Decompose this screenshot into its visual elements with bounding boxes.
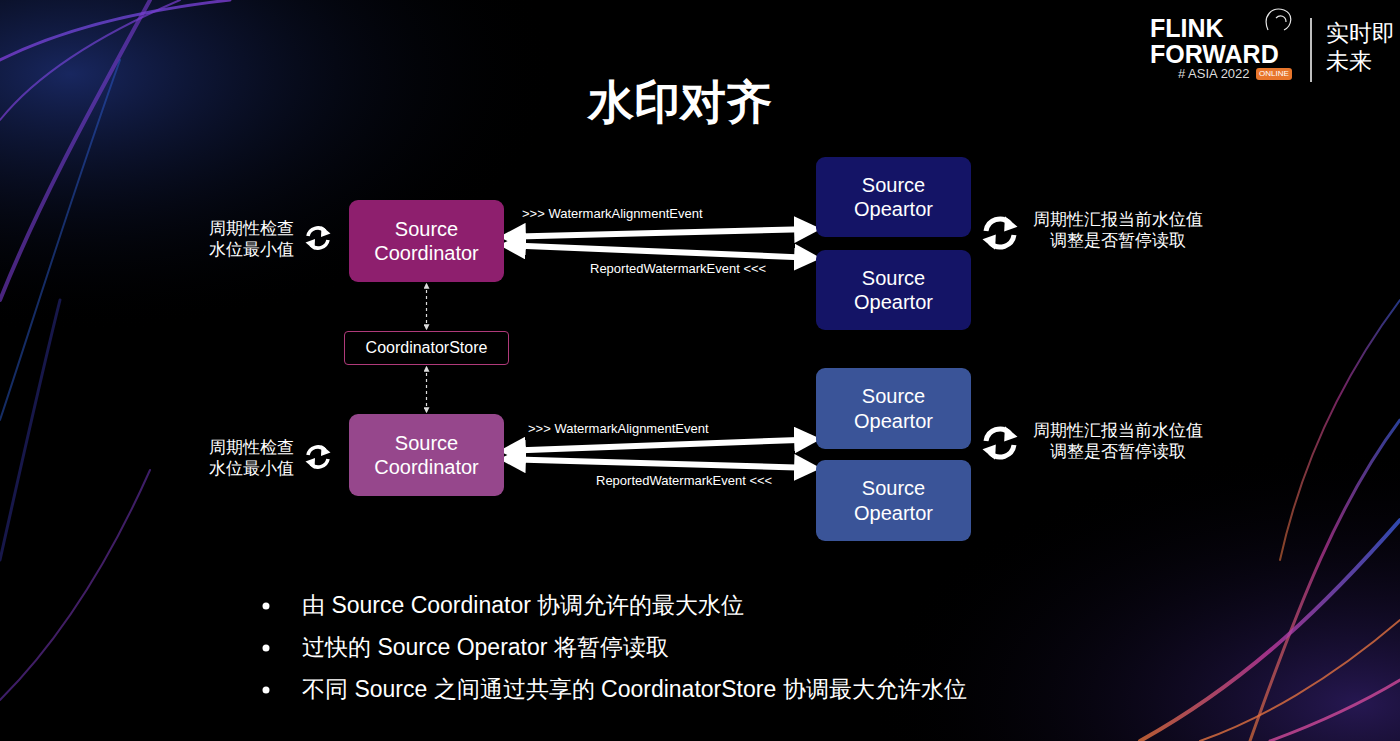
operator-box: Source Opeartor xyxy=(816,368,971,449)
refresh-icon xyxy=(306,445,331,469)
node-label: Source Coordinator xyxy=(358,217,495,266)
coordinator-box: Source Coordinator xyxy=(349,200,504,282)
event-arrow xyxy=(507,229,813,237)
bullet-text: 不同 Source 之间通过共享的 CoordinatorStore 协调最大允… xyxy=(302,676,967,702)
store-link xyxy=(426,367,427,412)
bullet-text: 由 Source Coordinator 协调允许的最大水位 xyxy=(302,592,744,618)
refresh-icon xyxy=(983,216,1018,250)
event-arrow xyxy=(507,245,813,258)
process-note: 周期性汇报当前水位值 调整是否暂停读取 xyxy=(1026,420,1210,463)
signal-name: ReportedWatermarkEvent <<< xyxy=(590,262,766,277)
logo-separator xyxy=(1310,18,1312,82)
online-badge xyxy=(1256,68,1292,80)
process-note: 周期性检查 水位最小值 xyxy=(204,437,299,480)
signal-name: >>> WatermarkAlignmentEvent xyxy=(522,207,703,222)
operator-box: Source Opeartor xyxy=(816,250,971,330)
online-badge-text: ONLINE xyxy=(1258,69,1290,78)
store-box: CoordinatorStore xyxy=(344,331,509,365)
node-label: CoordinatorStore xyxy=(366,338,488,358)
node-label: Source Opeartor xyxy=(825,266,962,315)
operator-box: Source Opeartor xyxy=(816,157,971,237)
coordinator-box: Source Coordinator xyxy=(349,414,504,496)
process-note: 周期性汇报当前水位值 调整是否暂停读取 xyxy=(1026,209,1210,252)
logo-subtext: # ASIA 2022 xyxy=(1178,67,1250,82)
node-label: Source Opeartor xyxy=(825,173,962,222)
node-label: Source Opeartor xyxy=(825,384,962,433)
signal-name: >>> WatermarkAlignmentEvent xyxy=(528,422,709,437)
event-arrow xyxy=(507,459,813,468)
signal-name: ReportedWatermarkEvent <<< xyxy=(596,474,772,489)
operator-box: Source Opeartor xyxy=(816,460,971,541)
logo-text: FLINK xyxy=(1150,14,1224,43)
logo-slogan: 实时即未来 xyxy=(1326,20,1396,75)
refresh-icon xyxy=(983,426,1018,460)
process-note: 周期性检查 水位最小值 xyxy=(204,218,299,261)
store-link xyxy=(426,284,427,329)
event-arrow xyxy=(507,439,813,450)
refresh-icon xyxy=(306,226,331,250)
node-label: Source Coordinator xyxy=(358,431,495,480)
slide-title: 水印对齐 xyxy=(0,72,1380,134)
logo-text: FORWARD xyxy=(1150,40,1279,69)
node-label: Source Opeartor xyxy=(825,476,962,525)
flink-squirrel-icon xyxy=(1266,9,1291,30)
bullet-text: 过快的 Source Operator 将暂停读取 xyxy=(302,634,669,660)
bullet-dots xyxy=(263,603,270,694)
